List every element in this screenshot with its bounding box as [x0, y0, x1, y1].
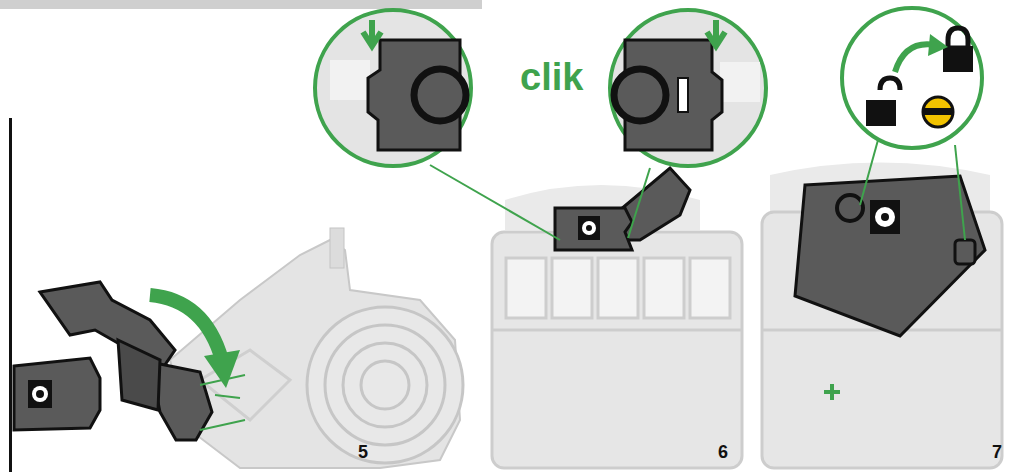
sound-label: clik	[520, 58, 583, 96]
leader-line	[628, 168, 650, 238]
side-rule	[9, 118, 12, 472]
rotate-arrow	[150, 295, 240, 388]
vacuum-body-front	[762, 163, 1002, 469]
leader-line	[955, 145, 965, 240]
lid-part	[795, 176, 985, 336]
detail-magnifier	[610, 10, 766, 166]
leader-line	[430, 165, 560, 240]
step-number: 7	[992, 443, 1002, 461]
hose-handle	[14, 282, 245, 440]
leader-line	[860, 140, 878, 205]
handle-part	[555, 168, 690, 250]
lock-magnifier	[842, 8, 982, 148]
vacuum-body-front	[492, 185, 742, 468]
header-bar	[0, 0, 482, 9]
step-number: 6	[718, 443, 728, 461]
detail-magnifier	[315, 10, 471, 166]
step-number: 5	[358, 443, 368, 461]
